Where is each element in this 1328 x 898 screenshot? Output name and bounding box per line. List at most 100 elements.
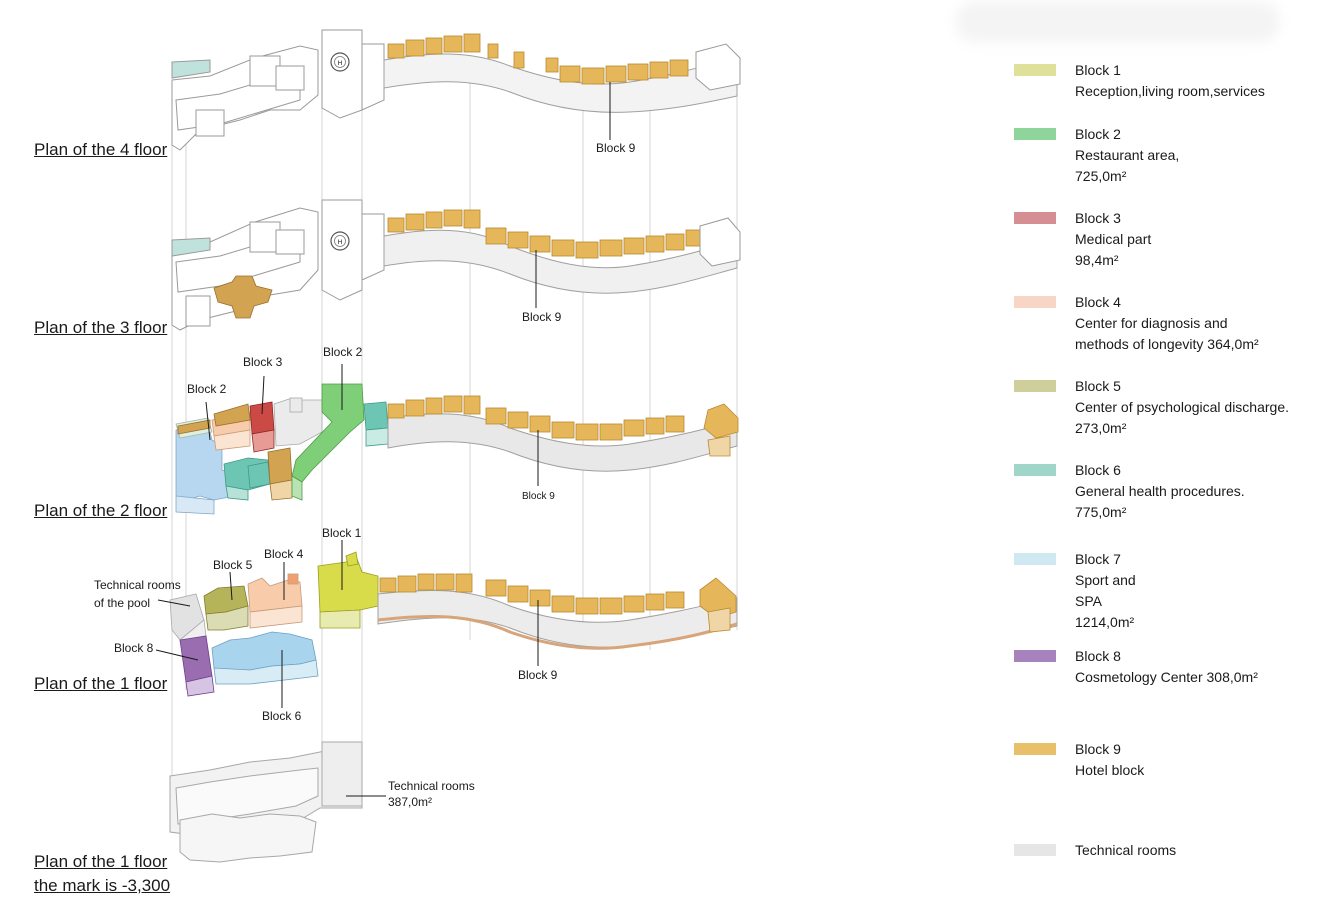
floor-2-medical [249, 401, 275, 453]
legend-line: 775,0m² [1075, 504, 1127, 520]
legend-swatch [1014, 464, 1056, 476]
legend-line: Cosmetology Center 308,0m² [1075, 669, 1258, 685]
floor-3-label: Plan of the 3 floor [34, 318, 168, 337]
callout-block9-floor3: Block 9 [522, 310, 562, 324]
callout-block9-floor2: Block 9 [522, 491, 555, 502]
legend-text: Block 1 Reception,living room,services [1075, 60, 1265, 102]
callout-block5: Block 5 [213, 558, 253, 572]
callout-tech-rooms-line2: 387,0m² [388, 795, 433, 809]
floor-4-east-corridor [383, 53, 738, 113]
floor-3-west-wing [171, 207, 319, 331]
legend-line: Block 8 [1075, 648, 1121, 664]
floor-4-west-wing [171, 45, 319, 151]
legend-line: 1214,0m² [1075, 614, 1135, 630]
callout-block6: Block 6 [262, 709, 302, 723]
legend-swatch [1014, 64, 1056, 76]
floor-1-plan [155, 540, 738, 708]
floor-2-plan [175, 364, 739, 515]
floor-2-sport-spa [175, 423, 235, 515]
legend-text: Block 8 Cosmetology Center 308,0m² [1075, 646, 1258, 688]
leader-lines-floor-2 [205, 364, 539, 486]
basement-label-line1: Plan of the 1 floor [34, 852, 168, 871]
legend-text: Block 6 General health procedures. 775,0m² [1075, 460, 1245, 523]
legend-line: Reception,living room,services [1075, 83, 1265, 99]
floor-1-block4 [247, 573, 303, 629]
lift-marker-4: H [330, 52, 350, 72]
leader-line [261, 375, 265, 415]
lift-marker-letter: H [338, 240, 342, 246]
legend-swatch [1014, 128, 1056, 140]
legend-line: Sport and [1075, 572, 1136, 588]
floor-1-block8 [179, 635, 215, 697]
callout-block9-floor4: Block 9 [596, 141, 636, 155]
legend-line: 725,0m² [1075, 168, 1127, 184]
legend-text: Technical rooms [1075, 840, 1176, 861]
legend-line: Medical part [1075, 231, 1152, 247]
floor-2-restaurant-orange [177, 403, 251, 435]
floor-4-hotel-block [387, 33, 689, 85]
legend-line: Block 1 [1075, 62, 1121, 78]
legend-swatch [1014, 743, 1056, 755]
floor-4-label: Plan of the 4 floor [34, 140, 168, 159]
legend-line: Block 9 [1075, 741, 1121, 757]
legend-text: Block 5 Center of psychological discharg… [1075, 376, 1289, 439]
floor-2-health [223, 457, 271, 501]
legend-line: Center for diagnosis and [1075, 315, 1228, 331]
legend-text: Block 3 Medical part 98,4m² [1075, 208, 1151, 271]
floor-2-restaurant [291, 383, 365, 501]
callout-block3: Block 3 [243, 355, 283, 369]
callout-block8: Block 8 [114, 641, 154, 655]
floor-2-hotel-block [387, 395, 739, 457]
floor-2-label: Plan of the 2 floor [34, 501, 168, 520]
floor-4-plan: H [171, 29, 741, 151]
legend-swatch [1014, 380, 1056, 392]
floor-4-end-wing [695, 43, 741, 91]
legend-text: Block 9 Hotel block [1075, 739, 1144, 781]
legend-line: Center of psychological discharge. [1075, 399, 1290, 415]
floor-1-terrace-edge [377, 614, 738, 650]
legend-line: Block 3 [1075, 210, 1121, 226]
leader-lines-floor-1 [155, 540, 539, 708]
lift-marker-3: H [330, 231, 350, 251]
legend-line: 98,4m² [1075, 252, 1119, 268]
callout-block9-floor1: Block 9 [518, 668, 558, 682]
basement-label-line2: the mark is -3,300 [34, 876, 171, 895]
legend: Block 1 Reception,living room,services B… [1014, 0, 1324, 898]
leader-line [229, 571, 233, 601]
floor-3-hotel-block [387, 209, 701, 259]
callout-block2-left: Block 2 [187, 382, 227, 396]
legend-swatch [1014, 212, 1056, 224]
legend-line: Block 7 [1075, 551, 1121, 567]
legend-text: Block 4 Center for diagnosis and methods … [1075, 292, 1259, 355]
legend-line: methods of longevity 364,0m² [1075, 336, 1259, 352]
floor-3-core [321, 199, 385, 301]
legend-line: General health procedures. [1075, 483, 1245, 499]
leader-line [155, 649, 199, 661]
lift-marker-letter: H [338, 61, 342, 67]
callout-block4: Block 4 [264, 547, 304, 561]
floor-4-core [321, 29, 385, 119]
legend-line: Block 6 [1075, 462, 1121, 478]
callout-tech-rooms-line1: Technical rooms [388, 779, 475, 793]
leader-line [205, 401, 211, 441]
floor-1-block1 [317, 551, 379, 629]
legend-line: Hotel block [1075, 762, 1145, 778]
callout-block2-center: Block 2 [323, 345, 363, 359]
floor-1-block5 [203, 585, 249, 631]
floor-2-tech-rooms [273, 397, 323, 447]
legend-swatch [1014, 553, 1056, 565]
legend-swatch [1014, 296, 1056, 308]
floor-2-orange-tower [267, 447, 293, 501]
basement-plan [169, 741, 386, 863]
floor-3-medical-rooms [213, 275, 273, 319]
legend-line: 273,0m² [1075, 420, 1127, 436]
floor-1-east-corridor [377, 589, 738, 648]
floor-2-health-east [363, 401, 389, 447]
legend-line: Restaurant area, [1075, 147, 1180, 163]
legend-line: Block 4 [1075, 294, 1121, 310]
floor-1-label: Plan of the 1 floor [34, 674, 168, 693]
floor-3-end-wing [699, 217, 741, 267]
leader-line [157, 599, 191, 607]
callout-pool-line1: Technical rooms [94, 578, 181, 592]
